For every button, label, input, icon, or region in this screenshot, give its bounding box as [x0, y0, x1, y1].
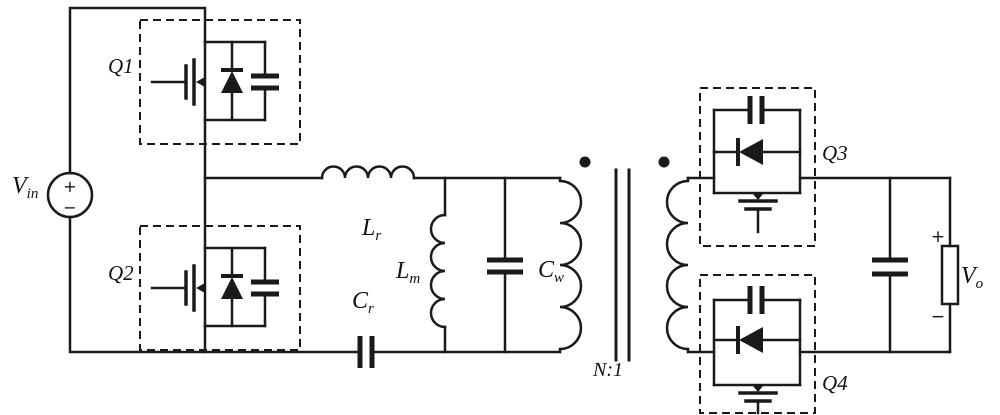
secondary-winding	[665, 176, 690, 354]
q2-label: Q2	[108, 261, 134, 285]
mosfet-q2	[150, 264, 204, 312]
lr-coil	[320, 165, 416, 180]
lm-coil	[429, 213, 447, 329]
switch-q1: Q1	[108, 40, 279, 122]
q3-body-arrow-icon	[753, 194, 763, 200]
source-plus-sign: +	[63, 177, 76, 196]
winding-cap-cw: Cw	[487, 176, 564, 354]
q2-dashed-box	[139, 225, 301, 351]
source-minus-sign: −	[63, 198, 76, 217]
vo-label: Vo	[961, 263, 984, 292]
mosfet-q3	[712, 191, 802, 234]
primary-polarity-dot-icon	[579, 156, 591, 168]
q1-diode-triangle-icon	[221, 71, 243, 93]
q1-body-arrow-icon	[196, 77, 204, 87]
mosfet-q4	[712, 383, 802, 415]
q2-diode-triangle-icon	[221, 277, 243, 299]
primary-winding	[558, 176, 583, 354]
q4-body-arrow-icon	[753, 386, 763, 392]
resonant-cap-cr: Cr	[352, 288, 375, 368]
wire-input-top-rail	[68, 6, 207, 175]
snubber-cap-q1	[251, 40, 279, 122]
lr-label: Lr	[361, 215, 381, 244]
cr-label: Cr	[352, 288, 374, 317]
body-diode-q2	[221, 246, 243, 328]
body-diode-q1	[221, 40, 243, 122]
cw-label: Cw	[538, 257, 564, 286]
mosfet-q1	[150, 58, 204, 106]
switch-q4: Q4	[712, 286, 848, 415]
load-resistor-vo: + − Vo	[931, 176, 984, 354]
q4-dashed-box	[699, 274, 816, 414]
load-resistor-body	[940, 244, 960, 306]
vin-label: Vin	[12, 173, 38, 202]
snubber-cap-q4	[712, 286, 802, 314]
body-diode-q4	[712, 326, 802, 354]
input-voltage-source: + − Vin	[12, 171, 94, 219]
q4-label: Q4	[822, 371, 848, 395]
output-plus-sign: +	[931, 227, 945, 247]
q3-dashed-box	[699, 87, 816, 247]
magnetizing-inductor-lm: Lm	[395, 176, 447, 354]
q3-diode-triangle-icon	[739, 139, 763, 165]
switch-q2: Q2	[108, 246, 279, 328]
snubber-cap-q3	[712, 96, 802, 124]
body-diode-q3	[712, 138, 802, 166]
q1-label: Q1	[108, 54, 134, 78]
turns-ratio-label: N:1	[592, 359, 623, 381]
output-minus-sign: −	[931, 307, 945, 327]
q1-dashed-box	[139, 19, 301, 145]
transformer: N:1	[558, 156, 690, 381]
wire-input-bottom-rail	[68, 215, 359, 354]
q2-body-arrow-icon	[196, 283, 204, 293]
q3-label: Q3	[822, 141, 848, 165]
lm-label: Lm	[395, 258, 420, 287]
secondary-polarity-dot-icon	[658, 156, 670, 168]
resonant-inductor-lr: Lr	[320, 165, 416, 244]
switch-q3: Q3	[712, 96, 848, 234]
output-cap	[872, 176, 908, 354]
q4-diode-triangle-icon	[739, 327, 763, 353]
snubber-cap-q2	[251, 246, 279, 328]
